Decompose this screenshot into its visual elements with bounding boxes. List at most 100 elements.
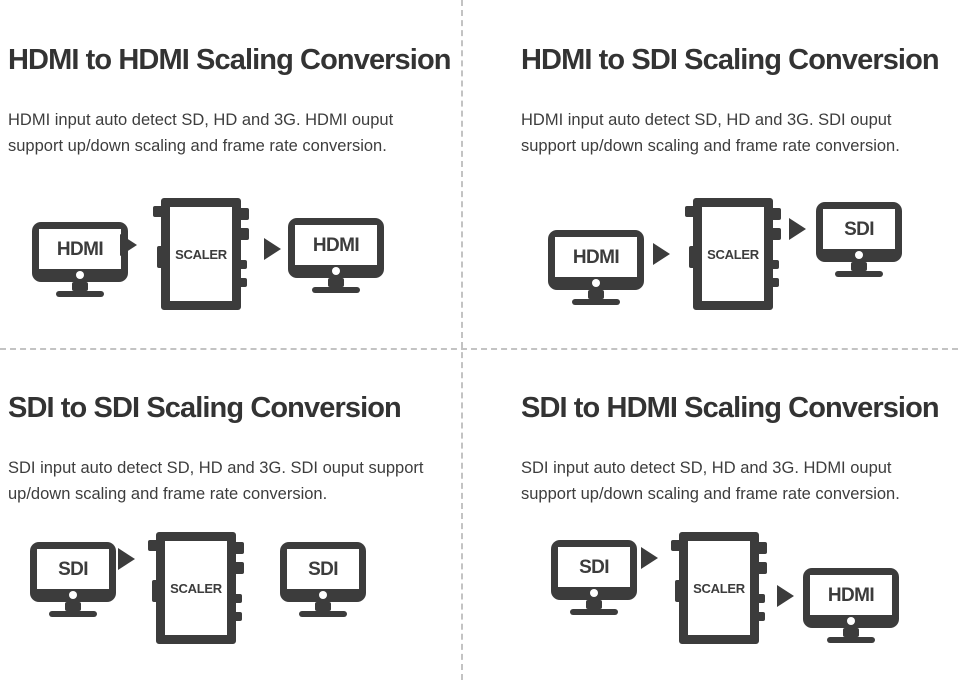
arrow-input-to-device — [653, 243, 670, 265]
monitor-power-led — [319, 590, 327, 599]
monitor-screen: SDI — [558, 547, 630, 587]
monitor-screen: HDMI — [555, 237, 637, 277]
panel-title: HDMI to SDI Scaling Conversion — [521, 44, 940, 76]
panel-description: SDI input auto detect SD, HD and 3G. HDM… — [521, 459, 900, 503]
monitor-bezel: SDI — [551, 540, 637, 600]
input-monitor: SDI — [551, 540, 637, 615]
monitor-power-led — [847, 616, 855, 625]
monitor-screen: HDMI — [39, 229, 121, 269]
output-monitor: SDI — [280, 542, 366, 617]
device-label: SCALER — [170, 580, 222, 596]
device-port-left-slot — [157, 246, 164, 268]
monitor-stand-base — [49, 611, 97, 617]
panel-sdi-to-hdmi: SDI to HDMI Scaling Conversion SDI input… — [463, 350, 940, 698]
output-signal-label: SDI — [308, 558, 338, 580]
panel-description: SDI input auto detect SD, HD and 3G. SDI… — [8, 459, 424, 503]
output-monitor: HDMI — [288, 218, 384, 293]
monitor-stand-base — [827, 637, 875, 643]
vertical-divider — [461, 0, 463, 680]
arrow-device-to-output — [264, 238, 281, 260]
scaler-device: SCALER — [153, 198, 249, 310]
monitor-power-led — [590, 588, 598, 597]
monitor-power-led — [855, 250, 863, 259]
device-body: SCALER — [161, 198, 241, 310]
input-signal-label: SDI — [58, 558, 88, 580]
arrow-input-to-device — [118, 548, 135, 570]
panel-sdi-to-sdi: SDI to SDI Scaling Conversion SDI input … — [0, 350, 461, 698]
monitor-bezel: HDMI — [803, 568, 899, 628]
arrow-device-to-output — [789, 218, 806, 240]
device-port-right-4 — [767, 278, 779, 287]
input-monitor: HDMI — [548, 230, 644, 305]
device-port-left-slot — [152, 580, 159, 602]
panel-diagram: SDI SCALER — [463, 350, 924, 698]
monitor-bezel: SDI — [280, 542, 366, 602]
input-signal-label: HDMI — [56, 238, 104, 260]
device-port-right-4 — [753, 612, 765, 621]
monitor-stand-neck — [65, 602, 81, 611]
scaler-device: SCALER — [685, 198, 781, 310]
panel-diagram: HDMI SCALER — [463, 0, 924, 348]
monitor-stand-base — [572, 299, 620, 305]
device-port-left-slot — [689, 246, 696, 268]
monitor-bezel: SDI — [30, 542, 116, 602]
monitor-power-led — [332, 266, 340, 275]
input-signal-label: SDI — [579, 556, 609, 578]
horizontal-divider — [0, 348, 958, 350]
monitor-bezel: HDMI — [288, 218, 384, 278]
device-body: SCALER — [693, 198, 773, 310]
monitor-stand-base — [570, 609, 618, 615]
monitor-screen: SDI — [287, 549, 359, 589]
scaler-device: SCALER — [671, 532, 767, 644]
monitor-stand-neck — [586, 600, 602, 609]
monitor-screen: HDMI — [295, 225, 377, 265]
monitor-bezel: HDMI — [32, 222, 128, 282]
monitor-stand-neck — [315, 602, 331, 611]
device-port-right-3 — [230, 594, 242, 603]
panel-diagram: SDI SCALER — [0, 350, 461, 698]
device-port-right-4 — [230, 612, 242, 621]
monitor-screen: SDI — [37, 549, 109, 589]
panel-title: HDMI to HDMI Scaling Conversion — [8, 44, 451, 76]
panel-diagram: HDMI SCALER — [0, 0, 461, 348]
panel-title: SDI to SDI Scaling Conversion — [8, 392, 402, 424]
monitor-power-led — [69, 590, 77, 599]
monitor-power-led — [76, 270, 84, 279]
monitor-power-led — [592, 278, 600, 287]
panel-description: HDMI input auto detect SD, HD and 3G. HD… — [8, 111, 394, 155]
input-signal-label: HDMI — [572, 246, 620, 268]
monitor-stand-neck — [328, 278, 344, 287]
panel-hdmi-to-hdmi: HDMI to HDMI Scaling Conversion HDMI inp… — [0, 0, 461, 348]
monitor-stand-base — [56, 291, 104, 297]
output-monitor: SDI — [816, 202, 902, 277]
device-label: SCALER — [175, 246, 227, 262]
monitor-stand-base — [299, 611, 347, 617]
device-port-right-3 — [235, 260, 247, 269]
device-label: SCALER — [693, 580, 745, 596]
monitor-stand-base — [835, 271, 883, 277]
device-label: SCALER — [707, 246, 759, 262]
monitor-stand-base — [312, 287, 360, 293]
monitor-stand-neck — [72, 282, 88, 291]
scaling-conversion-infographic: HDMI to HDMI Scaling Conversion HDMI inp… — [0, 0, 958, 680]
scaler-device: SCALER — [148, 532, 244, 644]
monitor-stand-neck — [851, 262, 867, 271]
monitor-screen: HDMI — [810, 575, 892, 615]
arrow-device-to-output — [777, 585, 794, 607]
monitor-bezel: HDMI — [548, 230, 644, 290]
panel-description: HDMI input auto detect SD, HD and 3G. SD… — [521, 111, 900, 155]
output-signal-label: SDI — [844, 218, 874, 240]
input-monitor: SDI — [30, 542, 116, 617]
output-signal-label: HDMI — [827, 584, 875, 606]
input-monitor: HDMI — [32, 222, 128, 297]
output-signal-label: HDMI — [312, 234, 360, 256]
device-body: SCALER — [156, 532, 236, 644]
monitor-stand-neck — [588, 290, 604, 299]
device-port-right-3 — [767, 260, 779, 269]
panel-hdmi-to-sdi: HDMI to SDI Scaling Conversion HDMI inpu… — [463, 0, 940, 348]
monitor-bezel: SDI — [816, 202, 902, 262]
device-port-right-4 — [235, 278, 247, 287]
arrow-input-to-device — [641, 547, 658, 569]
panel-title: SDI to HDMI Scaling Conversion — [521, 392, 940, 424]
device-port-right-3 — [753, 594, 765, 603]
